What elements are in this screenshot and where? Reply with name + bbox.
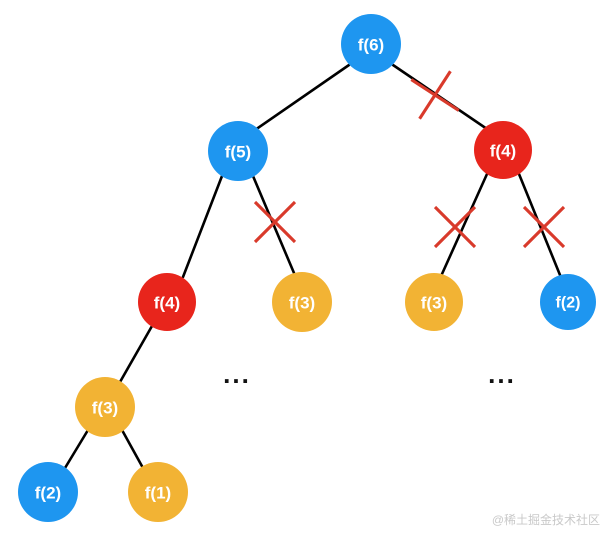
- tree-node[interactable]: f(2): [18, 462, 78, 522]
- tree-edge: [253, 63, 351, 132]
- node-circle: [474, 121, 532, 179]
- tree-node[interactable]: f(3): [75, 377, 135, 437]
- node-circle: [128, 462, 188, 522]
- node-circle: [272, 272, 332, 332]
- cut-mark-icon: [253, 200, 297, 244]
- cut-mark-icon: [522, 205, 566, 249]
- cut-marks-layer: [253, 70, 566, 249]
- tree-node[interactable]: f(4): [474, 121, 532, 179]
- node-circle: [540, 274, 596, 330]
- node-circle: [341, 14, 401, 74]
- node-circle: [18, 462, 78, 522]
- tree-edge: [118, 324, 154, 384]
- node-circle: [405, 273, 463, 331]
- node-circle: [75, 377, 135, 437]
- nodes-layer: f(6)f(5)f(4)f(4)f(3)f(3)f(2)f(3)f(2)f(1): [18, 14, 596, 522]
- node-circle: [138, 273, 196, 331]
- tree-edge: [120, 428, 145, 470]
- cut-stroke-b: [433, 205, 477, 249]
- tree-node[interactable]: f(1): [128, 462, 188, 522]
- cut-stroke-b: [522, 205, 566, 249]
- ellipsis-marker: ...: [488, 359, 516, 389]
- tree-edge: [63, 428, 90, 470]
- tree-node[interactable]: f(2): [540, 274, 596, 330]
- cut-mark-icon: [410, 70, 460, 120]
- tree-node[interactable]: f(3): [405, 273, 463, 331]
- cut-stroke-b: [418, 70, 452, 120]
- tree-edge: [181, 174, 224, 279]
- ellipsis-marker: ...: [223, 359, 251, 389]
- tree-node[interactable]: f(5): [208, 121, 268, 181]
- cut-stroke-b: [253, 200, 297, 244]
- tree-node[interactable]: f(4): [138, 273, 196, 331]
- tree-node[interactable]: f(3): [272, 272, 332, 332]
- tree-edge: [440, 172, 489, 276]
- node-circle: [208, 121, 268, 181]
- tree-node[interactable]: f(6): [341, 14, 401, 74]
- edges-layer: [63, 63, 562, 470]
- cut-mark-icon: [433, 205, 477, 249]
- ellipsis-layer: ......: [223, 359, 516, 389]
- watermark-text: @稀土掘金技术社区: [491, 513, 600, 527]
